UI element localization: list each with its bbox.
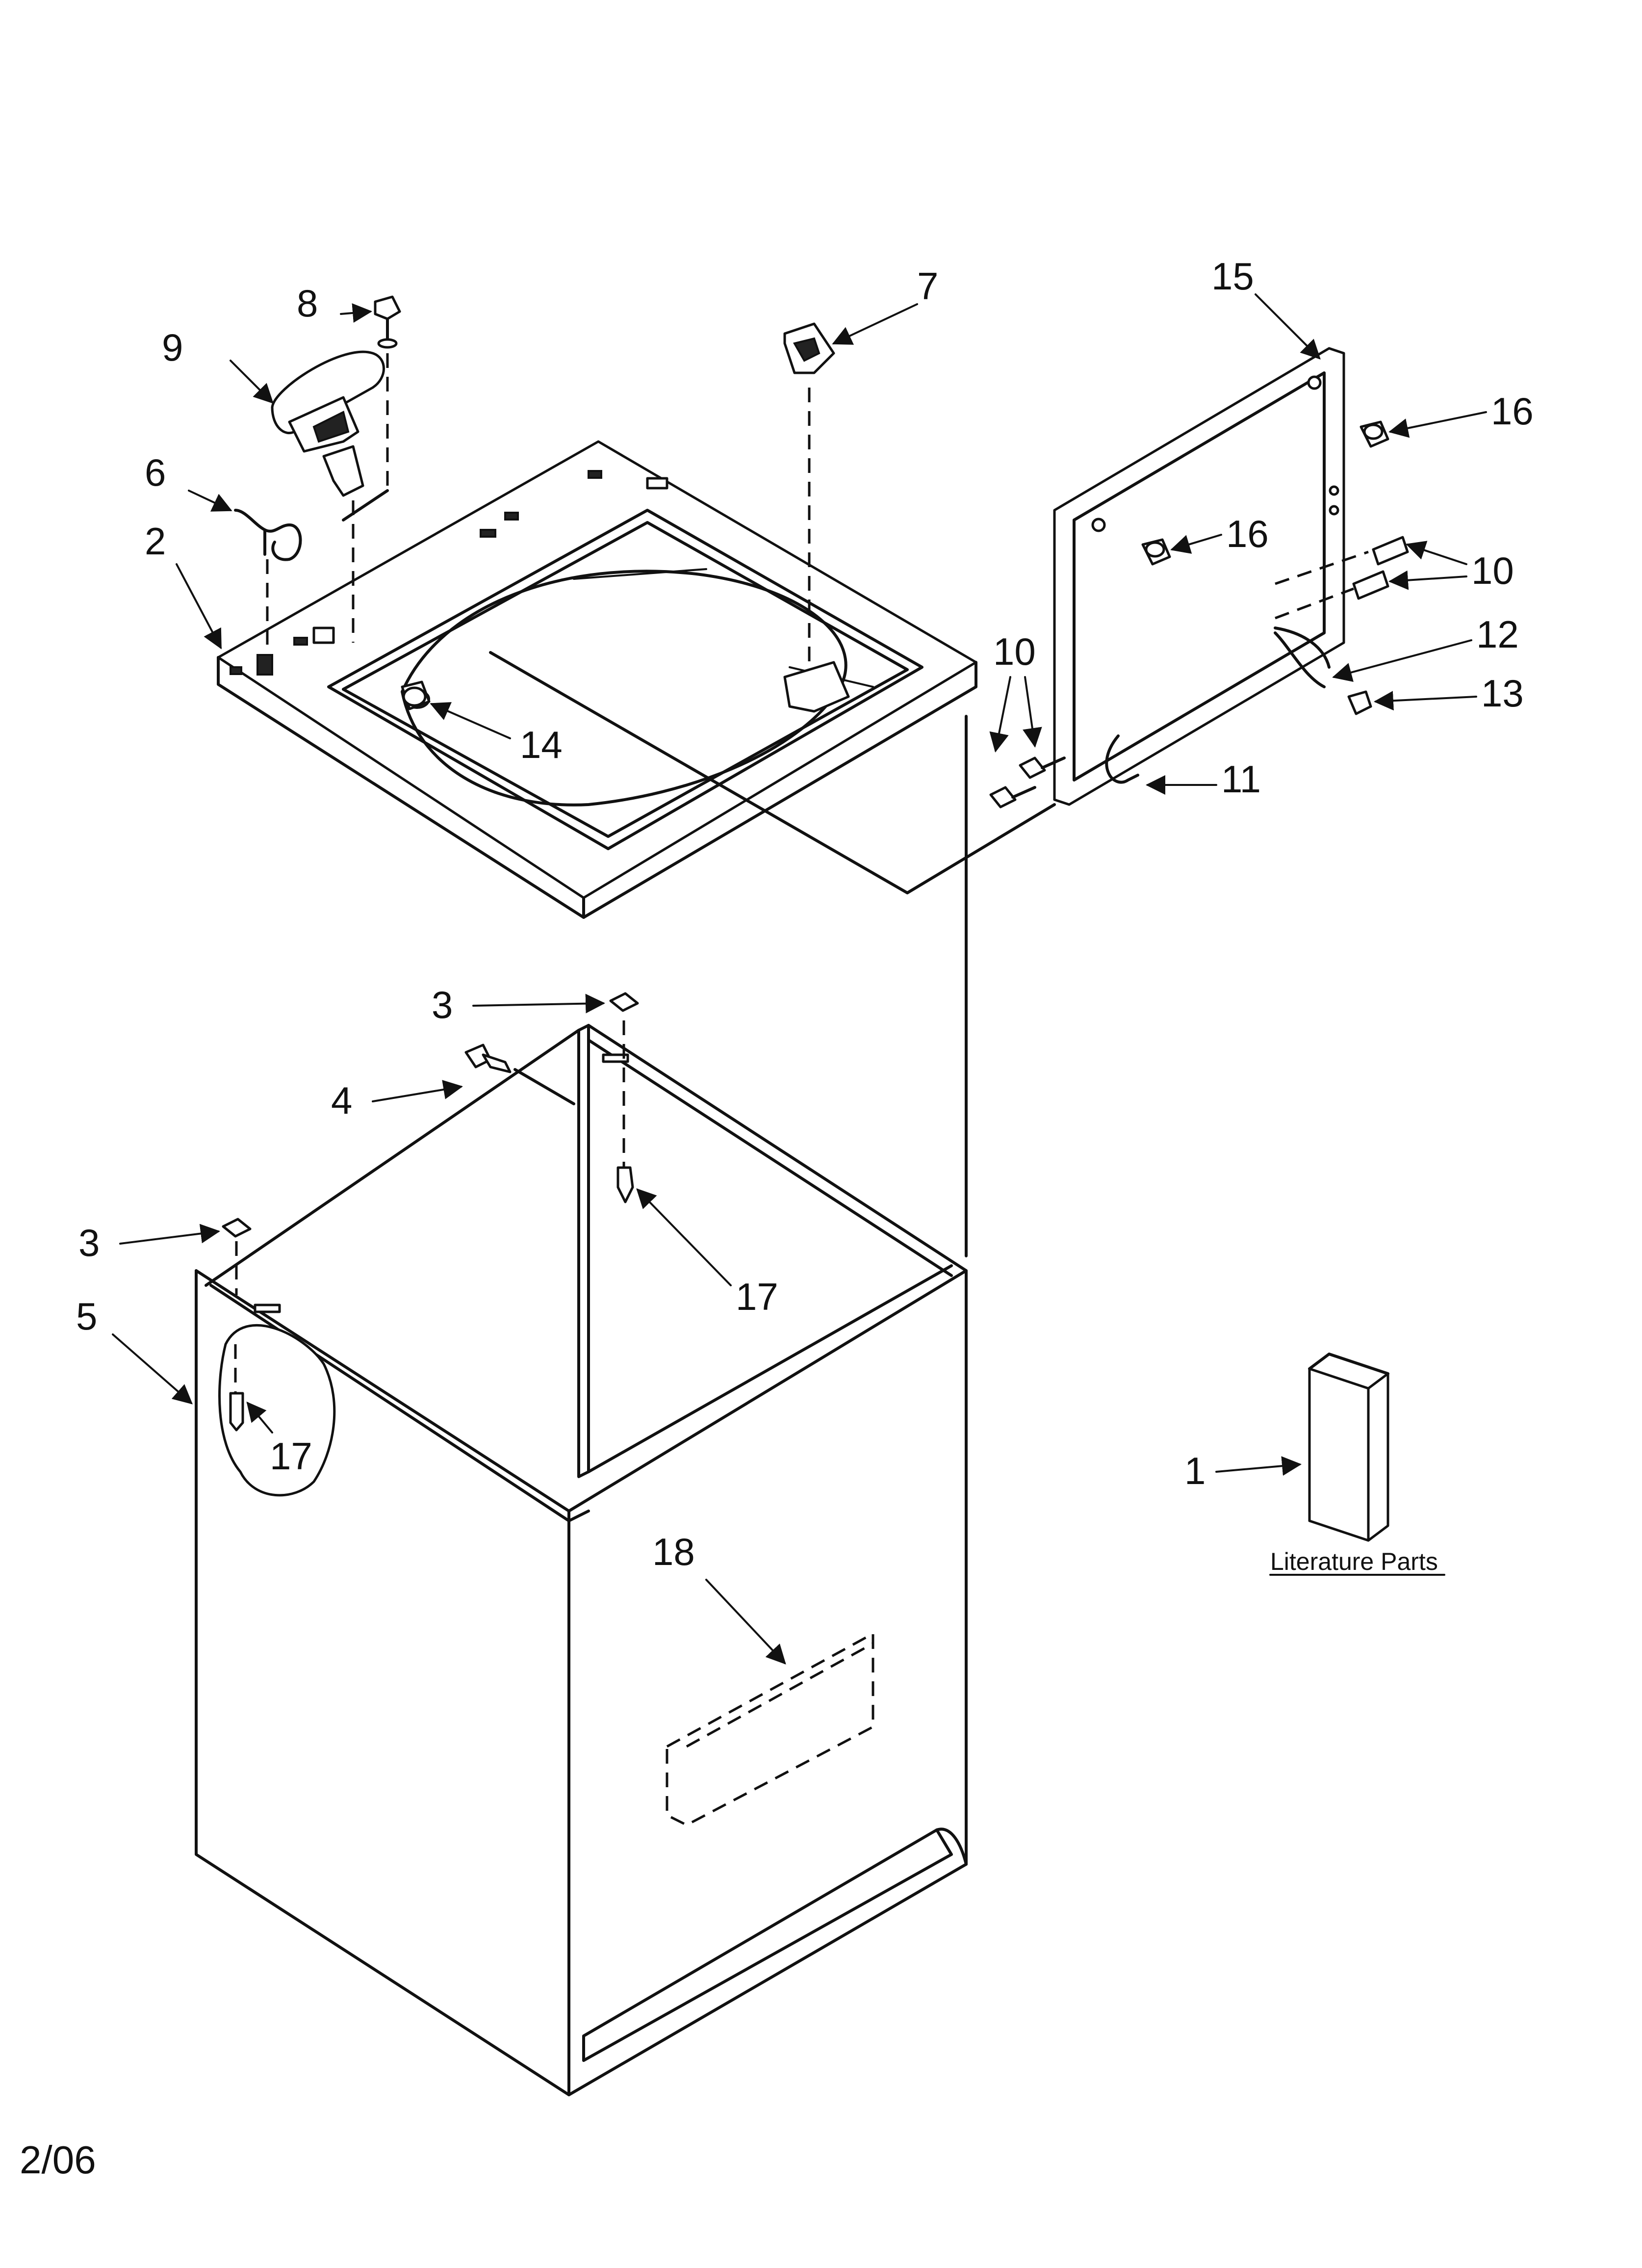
- callout-17-lower: 17: [270, 1434, 312, 1478]
- top-cover: [217, 440, 977, 919]
- rear-control-panel: [1053, 347, 1345, 806]
- part-16-bumper-upper: [1360, 420, 1389, 448]
- part-3-clip-upper: [609, 992, 639, 1177]
- part-4-screw: [464, 1043, 575, 1105]
- callout-18: 18: [652, 1530, 695, 1573]
- label-18-dashed: [666, 1631, 874, 1826]
- callout-5: 5: [76, 1295, 97, 1338]
- callout-14: 14: [520, 723, 563, 766]
- part-12-wire: [1274, 626, 1331, 669]
- callout-10-left: 10: [993, 630, 1036, 673]
- part-10-screws-left: [989, 756, 1066, 808]
- callout-15: 15: [1211, 255, 1254, 298]
- part-9-lid-switch: [271, 350, 389, 644]
- callout-16-upper: 16: [1491, 390, 1534, 433]
- part-6-clip: [234, 509, 302, 676]
- part-14-fitting: [401, 680, 431, 710]
- callout-9: 9: [162, 326, 183, 369]
- literature-card: [1308, 1353, 1389, 1542]
- callout-12: 12: [1476, 613, 1519, 656]
- part-17-screw-upper: [616, 1166, 634, 1203]
- callout-1: 1: [1184, 1449, 1206, 1492]
- callout-10-right: 10: [1471, 549, 1514, 592]
- callout-6: 6: [145, 451, 166, 494]
- literature-parts-label: Literature Parts: [1270, 1548, 1438, 1575]
- callout-3-lower: 3: [78, 1221, 100, 1264]
- cabinet: [195, 1024, 968, 2096]
- callout-3-upper: 3: [432, 983, 453, 1026]
- cutaway-inset: [218, 1324, 336, 1497]
- callout-13: 13: [1481, 672, 1524, 715]
- callout-7: 7: [917, 264, 938, 308]
- part-7-dispenser: [783, 322, 850, 713]
- part-16-bumper-lower: [1141, 538, 1171, 566]
- leader-lines: [112, 293, 1487, 1665]
- part-3-clip-lower: [222, 1218, 252, 1295]
- callout-17-upper: 17: [736, 1275, 778, 1318]
- callout-16-lower: 16: [1226, 512, 1269, 555]
- callout-2: 2: [145, 520, 166, 563]
- wiring-lead-line: [489, 651, 1056, 894]
- part-13-nut: [1347, 690, 1372, 715]
- part-8-screw: [374, 295, 401, 349]
- revision-date: 2/06: [20, 2138, 96, 2182]
- callout-8: 8: [297, 282, 318, 325]
- callout-4: 4: [331, 1079, 352, 1122]
- callout-11: 11: [1221, 757, 1261, 801]
